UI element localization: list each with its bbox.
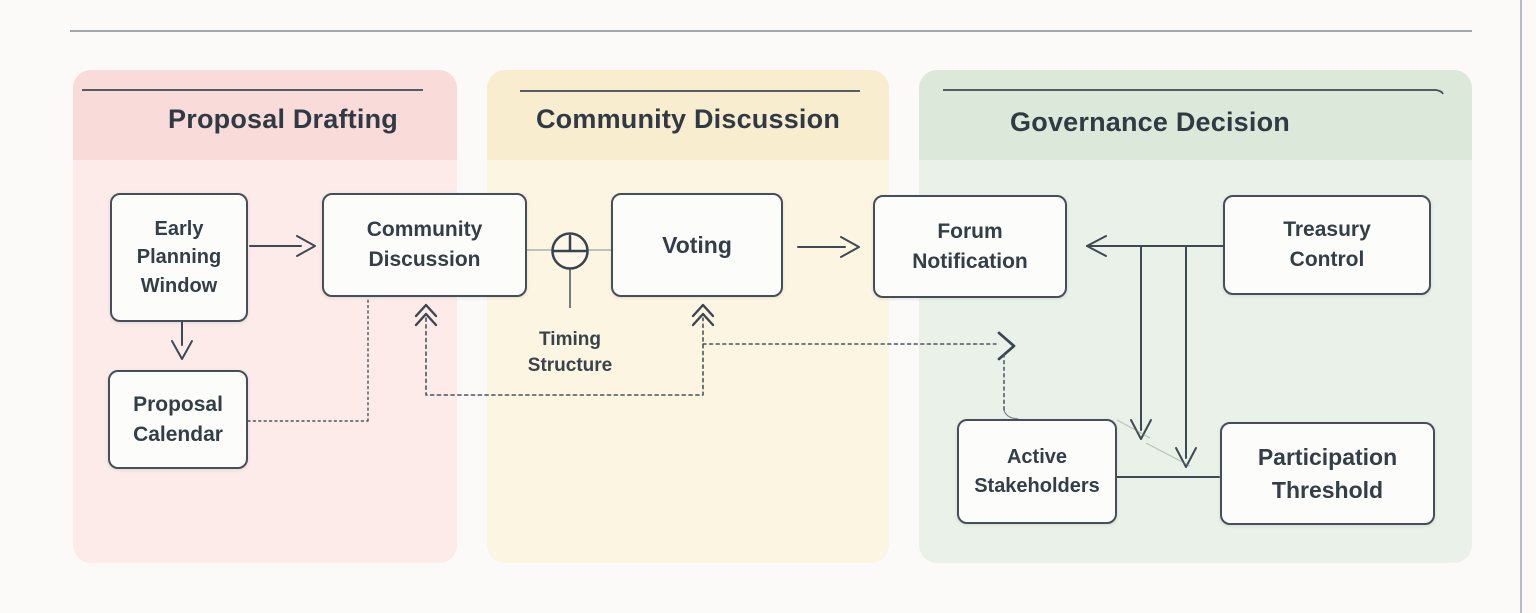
lane-title-governance-decision: Governance Decision — [1010, 107, 1290, 137]
dashed-loop-community-discussion-voting — [414, 303, 715, 396]
dashed-voting-to-active-stakeholders — [702, 331, 1019, 420]
lane-underline-governance-decision — [943, 89, 1444, 95]
node-community-discussion: Community Discussion — [322, 193, 527, 297]
node-proposal-calendar: Proposal Calendar — [108, 370, 248, 469]
sketch-line-1 — [1116, 419, 1151, 439]
arrow-early-planning-to-proposal-calendar — [171, 319, 193, 360]
arrow-down-to-participation-threshold — [1175, 245, 1197, 468]
clock-icon — [527, 232, 611, 308]
arrow-voting-to-forum-notification — [797, 236, 860, 258]
node-early-planning-window: Early Planning Window — [110, 193, 248, 322]
lane-title-proposal-drafting: Proposal Drafting — [168, 104, 398, 134]
node-active-stakeholders: Active Stakeholders — [957, 419, 1117, 524]
lane-governance-decision-header — [919, 70, 1472, 160]
dashed-proposal-calendar-to-community-discussion — [247, 298, 369, 422]
label-timing-structure: Timing Structure — [527, 329, 613, 376]
arrow-down-to-active-stakeholders — [1130, 245, 1152, 440]
lane-proposal-drafting-header — [73, 70, 457, 160]
node-participation-threshold: Participation Threshold — [1220, 422, 1435, 525]
lane-community-discussion — [487, 70, 889, 563]
sketch-line-2 — [1145, 442, 1191, 467]
node-voting: Voting — [611, 193, 783, 297]
node-treasury-control: Treasury Control — [1223, 195, 1431, 295]
node-forum-notification: Forum Notification — [873, 195, 1067, 298]
lane-community-discussion-header — [487, 70, 889, 160]
lane-title-community-discussion: Community Discussion — [535, 104, 841, 134]
arrow-early-planning-to-community-discussion — [249, 235, 316, 257]
